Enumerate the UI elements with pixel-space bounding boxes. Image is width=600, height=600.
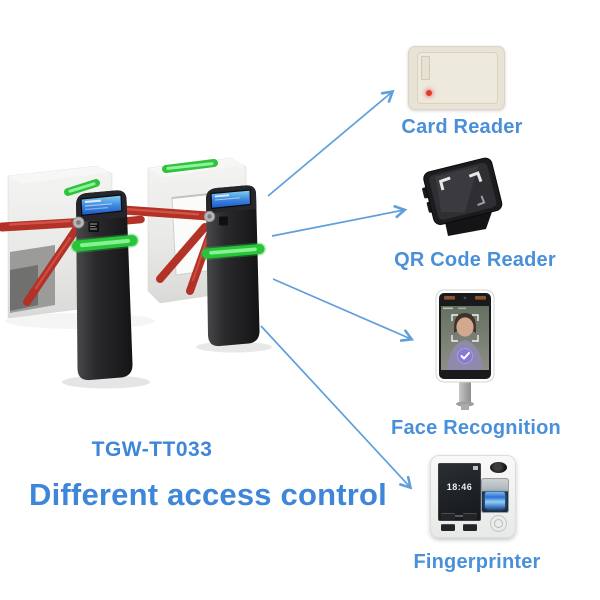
face-recognition-label: Face Recognition (391, 417, 561, 439)
scan-frame-icon (468, 171, 483, 183)
keypad-key (441, 513, 455, 520)
status-led-icon (426, 90, 432, 96)
fingerprinter-label: Fingerprinter (413, 551, 541, 573)
scan-frame-icon (438, 176, 451, 191)
qr-code-reader-image (422, 157, 503, 236)
face-frame-icon (451, 314, 479, 342)
ir-light-icon (444, 296, 455, 300)
left-pillar (70, 190, 139, 381)
product-model: TGW-TT033 (91, 438, 213, 461)
keypad (441, 513, 477, 531)
keypad-key (463, 524, 477, 531)
keypad-key (463, 513, 477, 520)
page-title: Different access control (29, 477, 387, 512)
card-reader-image (408, 46, 505, 110)
sensor-glow (485, 492, 505, 509)
ir-light-icon (475, 296, 486, 300)
keypad-key (441, 524, 455, 531)
fingerprinter-screen: 18:46 (438, 463, 481, 521)
mount-pole (459, 380, 471, 404)
pillar-display (210, 189, 252, 210)
turnstile-image (0, 157, 272, 389)
fingerprint-sensor (481, 478, 509, 513)
camera-icon (463, 296, 467, 300)
right-pillar (200, 185, 266, 347)
fingerprinter-image: 18:46 (430, 455, 516, 538)
clock-text: 18:46 (446, 482, 473, 492)
qr-code-reader-label: QR Code Reader (394, 249, 556, 271)
card-reader-label: Card Reader (401, 116, 523, 138)
card-reader-slot (421, 56, 430, 80)
speaker-logo-icon (490, 515, 507, 532)
card-reader-panel (417, 52, 498, 104)
face-recognition-image (435, 289, 495, 410)
camera-icon (490, 462, 507, 473)
